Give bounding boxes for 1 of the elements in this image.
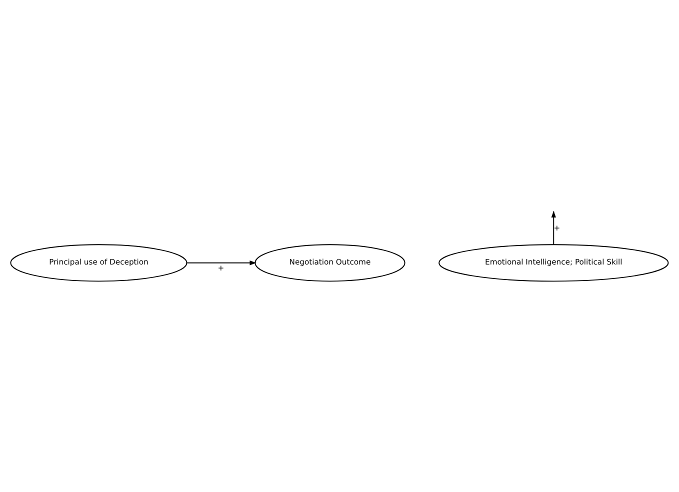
arrow: [186, 260, 256, 265]
